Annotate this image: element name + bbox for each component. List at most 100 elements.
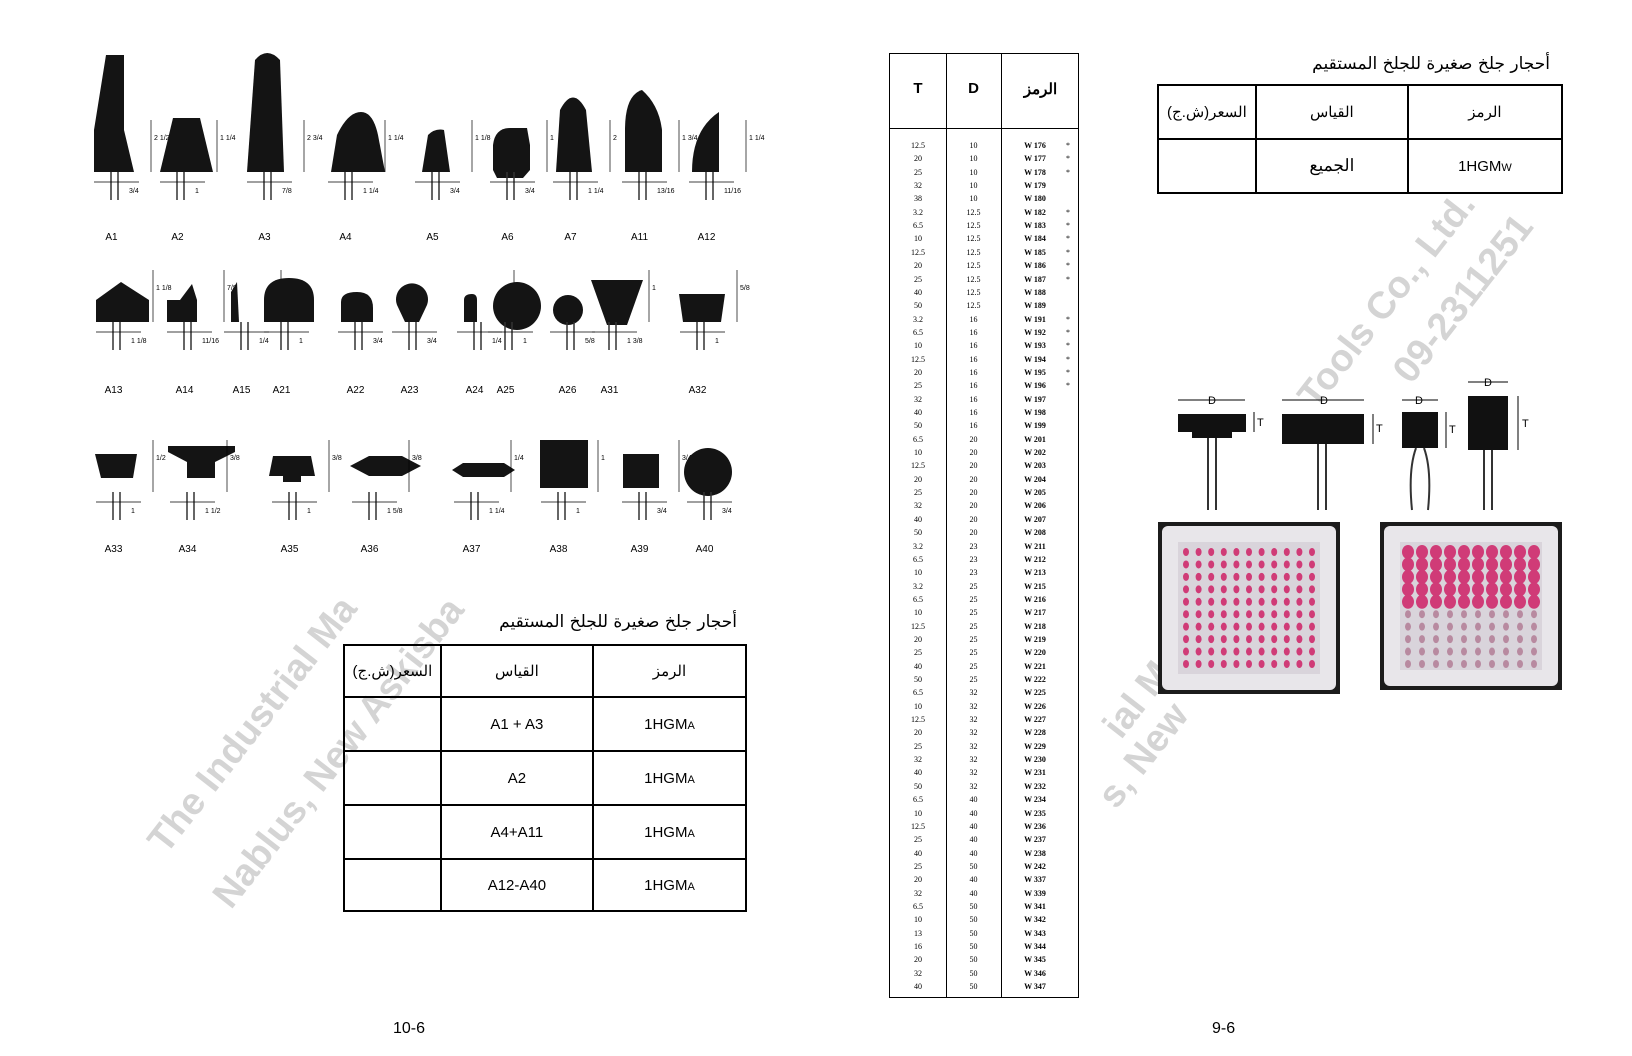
grinding-point: [1461, 660, 1467, 668]
dim-height: 1 1/4: [220, 135, 236, 142]
spec-d: 16: [969, 408, 978, 417]
spec-code: W 196: [1024, 381, 1046, 391]
grinding-point: [1183, 572, 1189, 581]
grinding-point: [1444, 557, 1456, 572]
header-code: الرمز: [1406, 84, 1564, 140]
shape-label: A12: [697, 232, 716, 243]
shape-label: A23: [400, 385, 419, 396]
grinding-point: [1258, 585, 1265, 594]
spec-t: 6.5: [913, 327, 923, 337]
spec-t: 38: [914, 194, 922, 204]
grinding-point: [1444, 569, 1456, 584]
grinding-point: [1208, 660, 1215, 668]
spec-code: W 193: [1024, 341, 1046, 351]
grinding-point: [1283, 660, 1290, 668]
spec-t: 6.5: [913, 688, 923, 698]
shape-label: A24: [465, 385, 484, 396]
spec-d: 50: [969, 982, 978, 992]
spec-code: W 201: [1024, 434, 1046, 444]
spec-star: *: [1066, 247, 1070, 257]
grinding-point: [1246, 597, 1252, 606]
shape-silhouette: [553, 295, 583, 325]
header-t: T: [913, 80, 923, 97]
spec-t: 10: [914, 341, 922, 351]
spec-code: W 212: [1024, 554, 1046, 564]
grinding-point: [1246, 622, 1252, 631]
dim-height: 2 1/2: [154, 135, 170, 142]
grinding-point: [1233, 610, 1240, 619]
grinding-point: [1531, 610, 1537, 619]
grinding-point: [1447, 610, 1453, 619]
dim-width: 13/16: [657, 188, 675, 195]
grinding-point: [1461, 610, 1467, 619]
shape-silhouette: [350, 456, 421, 476]
spec-code: W 345: [1024, 955, 1046, 965]
spec-code: W 177: [1024, 154, 1046, 164]
grinding-point: [1296, 597, 1303, 606]
spec-d: 25: [969, 661, 978, 671]
dim-width: 5/8: [585, 338, 595, 345]
spec-code: W 342: [1024, 915, 1046, 925]
spec-t: 50: [914, 528, 922, 538]
spec-d: 10: [969, 154, 978, 164]
dim-height: 1/2: [156, 455, 166, 462]
dim-width: 3/4: [722, 508, 732, 515]
spec-t: 25: [914, 741, 922, 751]
w-shape-3: D T: [1402, 395, 1456, 511]
spec-t: 40: [914, 287, 922, 297]
grinding-point: [1271, 610, 1278, 619]
grinding-point: [1271, 585, 1278, 594]
dim-height: 1/4: [514, 455, 524, 462]
spec-code: W 242: [1024, 861, 1046, 871]
dim-width: 3/4: [657, 508, 667, 515]
spec-t: 10: [914, 915, 922, 925]
spec-d: 16: [969, 381, 978, 391]
page-number-left: 10-6: [393, 1020, 426, 1037]
price-cell: [343, 696, 442, 752]
grinding-point: [1503, 660, 1509, 668]
spec-code: W 235: [1024, 808, 1046, 818]
grinding-point: [1220, 622, 1227, 631]
grinding-point: [1528, 557, 1540, 572]
spec-t: 12.5: [911, 821, 925, 831]
spec-star: *: [1066, 141, 1070, 150]
grinding-point: [1514, 582, 1526, 597]
spec-t: 12.5: [911, 354, 925, 364]
grinding-point: [1472, 545, 1484, 559]
spec-code: W 236: [1024, 821, 1046, 831]
grinding-point: [1486, 582, 1498, 597]
grinding-point: [1208, 560, 1215, 569]
spec-t: 3.2: [913, 314, 923, 324]
spec-d: 23: [969, 554, 978, 564]
dim-width: 3/4: [525, 188, 535, 195]
spec-code: W 343: [1024, 928, 1046, 938]
spec-d: 32: [969, 715, 978, 725]
spec-code: W 230: [1024, 755, 1046, 765]
grinding-point: [1433, 622, 1439, 631]
grinding-point: [1486, 569, 1498, 584]
spec-t: 10: [914, 808, 922, 818]
shape-label: A4: [339, 232, 352, 243]
grinding-point: [1233, 585, 1240, 594]
grinding-point: [1309, 610, 1315, 619]
grinding-point: [1475, 635, 1481, 644]
dim-height: 1: [550, 135, 554, 142]
shape-silhouette: [452, 463, 515, 477]
code-cell: 1HGMA: [591, 750, 748, 806]
spec-d: 40: [969, 875, 978, 885]
spec-t: 12.5: [911, 715, 925, 725]
spec-code: W 191: [1024, 314, 1046, 324]
dim-width: 3/4: [450, 188, 460, 195]
spec-d: 16: [969, 367, 978, 377]
